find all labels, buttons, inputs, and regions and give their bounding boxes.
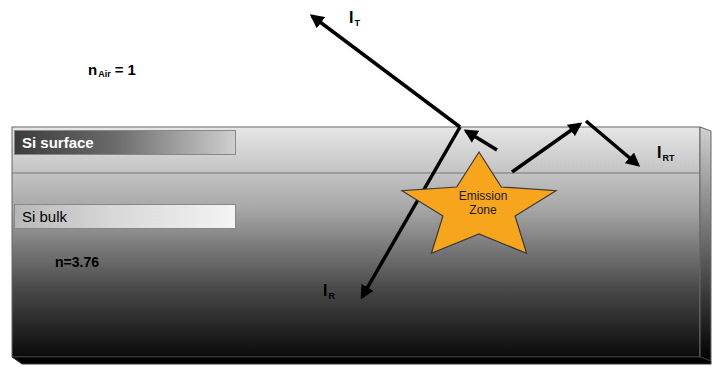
emission-star: Emission Zone — [397, 150, 561, 258]
refractive-index: n — [88, 62, 97, 77]
intensity-symbol: I — [657, 145, 661, 161]
refractive-index: n=3.76 — [55, 255, 99, 269]
emitted-ray — [512, 124, 580, 172]
region-name: Si surface — [22, 135, 94, 150]
intensity-subscript: T — [354, 19, 360, 28]
transmitted-ray — [312, 16, 460, 127]
intensity-symbol: I — [349, 10, 353, 26]
surface-boundary — [12, 173, 700, 174]
refractive-index-subscript: Air — [98, 70, 111, 79]
intensity-symbol: I — [323, 283, 327, 299]
region-label: Si bulk — [14, 204, 236, 229]
emitted-ray — [466, 131, 497, 150]
total-reflected-ray — [586, 121, 638, 165]
star-shape — [402, 152, 556, 253]
intensity-subscript: RT — [662, 154, 674, 163]
slab-bottom — [12, 357, 711, 364]
intensity-subscript: R — [328, 292, 335, 301]
refractive-index: = 1 — [115, 62, 136, 77]
zone-label: Emission Zone — [453, 190, 513, 218]
ray-arrows — [312, 16, 638, 297]
silicon-slab — [12, 127, 700, 357]
region-name: Si bulk — [22, 209, 67, 224]
slab-side — [700, 127, 711, 361]
region-label: Si surface — [14, 130, 236, 155]
